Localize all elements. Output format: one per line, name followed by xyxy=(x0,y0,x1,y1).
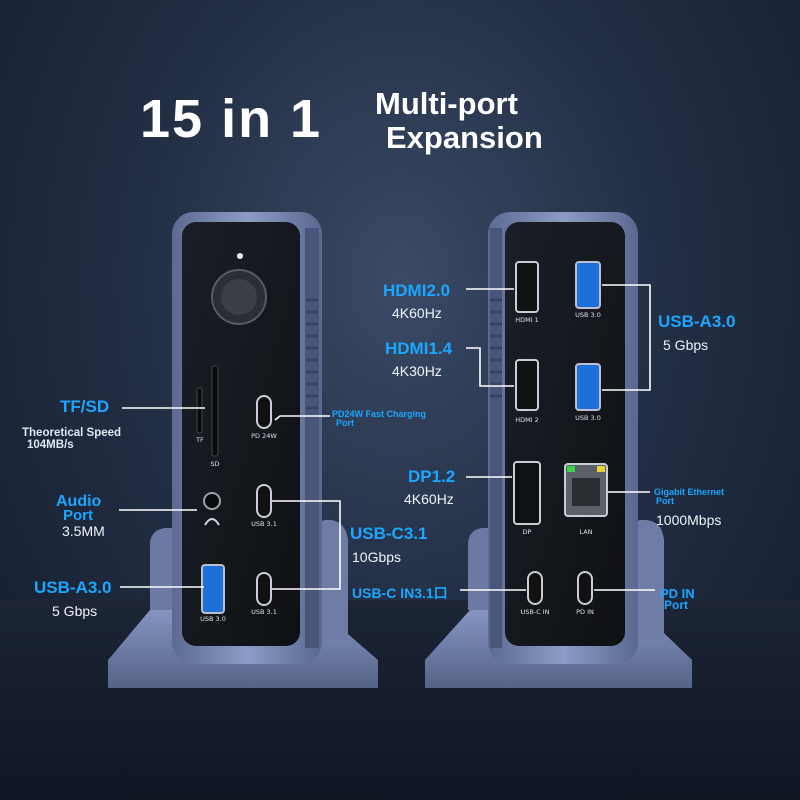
usba30-port-r2 xyxy=(575,363,601,411)
label-usbc31: USB-C3.1 xyxy=(350,524,428,543)
left-stand-arm-right xyxy=(298,519,348,640)
pd24w-port xyxy=(256,395,272,429)
left-hub xyxy=(108,212,378,688)
label-hdmi14-sub: 4K30Hz xyxy=(392,363,442,379)
label-audio-sub: 3.5MM xyxy=(62,523,105,539)
usbc31-port-2 xyxy=(256,572,272,606)
label-theoretical-speed: Theoretical Speed xyxy=(22,427,122,439)
label-pd24w: PD24W Fast Charging xyxy=(332,409,427,419)
port-label-usbc-in: USB-C IN xyxy=(520,608,550,616)
label-usba-left-sub: 5 Gbps xyxy=(52,603,98,619)
callout-lines xyxy=(119,284,655,591)
port-label-usb31b: USB 3.1 xyxy=(251,608,277,616)
port-label-pd-in: PD IN xyxy=(576,608,594,616)
right-hub-panel xyxy=(505,222,625,646)
usbc31-port-1 xyxy=(256,484,272,518)
port-label-sd: SD xyxy=(210,460,220,468)
label-hdmi20: HDMI2.0 xyxy=(383,281,451,300)
label-usba-right-sub: 5 Gbps xyxy=(663,337,709,353)
tf-slot xyxy=(196,387,203,434)
right-hub xyxy=(425,212,692,688)
left-hub-side xyxy=(305,228,319,648)
left-stand-arm xyxy=(150,528,175,610)
dp-port xyxy=(513,461,541,525)
label-usbc-in: USB-C IN3.1口 xyxy=(352,585,448,601)
label-audio: Audio xyxy=(56,493,102,510)
label-hdmi14: HDMI1.4 xyxy=(385,339,453,358)
usba30-port-r1 xyxy=(575,261,601,309)
port-label-tf: TF xyxy=(196,436,204,444)
hdmi2-port xyxy=(515,359,539,411)
port-label-usb31a: USB 3.1 xyxy=(251,520,277,528)
label-dp12-sub: 4K60Hz xyxy=(404,491,454,507)
sd-slot xyxy=(211,365,219,457)
label-usbc31-sub: 10Gbps xyxy=(352,549,402,565)
port-label-dp: DP xyxy=(522,528,532,536)
port-label-lan: LAN xyxy=(579,528,593,536)
label-usba-right: USB-A3.0 xyxy=(658,312,736,331)
label-speed-value: 104MB/s xyxy=(27,439,74,451)
port-label-usb30-r1: USB 3.0 xyxy=(575,311,601,319)
label-usba-left: USB-A3.0 xyxy=(34,578,112,597)
port-label-hdmi1: HDMI 1 xyxy=(515,316,539,324)
label-dp12: DP1.2 xyxy=(408,467,456,486)
left-hub-panel xyxy=(182,222,300,646)
label-pd24w-port: Port xyxy=(336,418,354,428)
port-label-hdmi2: HDMI 2 xyxy=(515,416,539,424)
label-tf-sd: TF/SD xyxy=(60,397,110,416)
label-pd-in-port: Port xyxy=(664,598,688,612)
usbc-in-port xyxy=(527,571,543,605)
label-ethernet-port: Port xyxy=(656,496,674,506)
usba30-port-left xyxy=(201,564,225,614)
label-pd-in: PD IN xyxy=(660,586,695,601)
title-multiport: Multi-port xyxy=(375,86,518,121)
port-label-pd24w: PD 24W xyxy=(251,432,277,440)
title-expansion: Expansion xyxy=(386,120,543,155)
power-led xyxy=(237,253,243,259)
label-hdmi20-sub: 4K60Hz xyxy=(392,305,442,321)
port-label-usb30-r2: USB 3.0 xyxy=(575,414,601,422)
audio-port xyxy=(203,492,221,510)
port-label-usb30-left: USB 3.0 xyxy=(200,615,226,623)
hdmi1-port xyxy=(515,261,539,313)
title-15in1: 15 in 1 xyxy=(140,89,323,149)
pd-in-port xyxy=(577,571,593,605)
label-ethernet-sub: 1000Mbps xyxy=(656,512,722,528)
label-gigabit-ethernet: Gigabit Ethernet xyxy=(654,487,725,497)
label-audio-port: Port xyxy=(63,507,93,524)
